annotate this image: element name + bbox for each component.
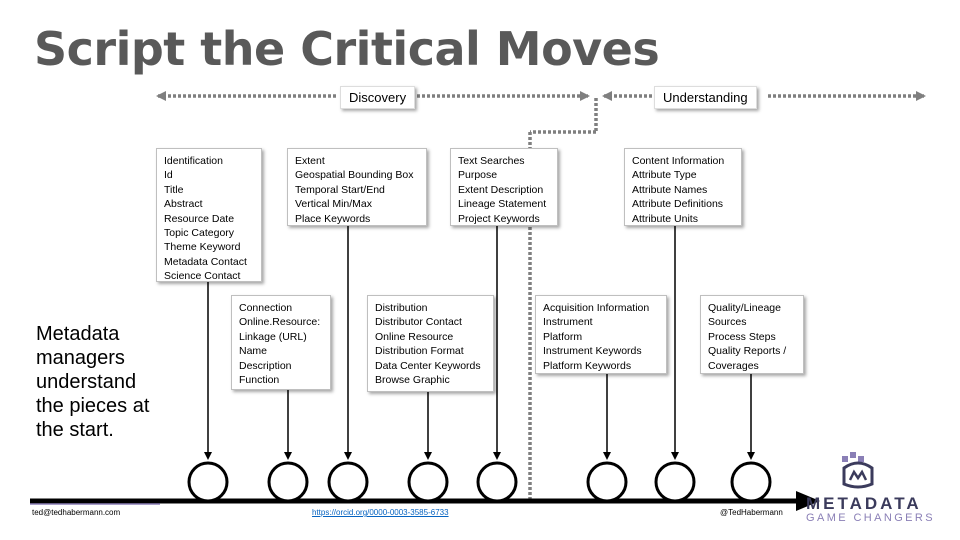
- box-heading: Identification: [164, 155, 223, 167]
- box-item: Browse Graphic: [375, 374, 450, 387]
- side-note: Metadata managers understand the pieces …: [36, 323, 150, 441]
- box-heading: Connection: [239, 302, 293, 314]
- box-item: Description: [239, 359, 292, 372]
- box-item: Distributor Contact: [375, 316, 462, 329]
- box-item: Attribute Definitions: [632, 198, 724, 211]
- box-item: Instrument Keywords: [543, 345, 642, 358]
- box-item: Id: [164, 169, 173, 182]
- box-extent: Extent Geospatial Bounding Box Temporal …: [287, 148, 427, 226]
- box-item: Quality Reports /: [708, 345, 787, 358]
- box-item: Topic Category: [164, 227, 235, 240]
- box-item: Attribute Units: [632, 212, 698, 225]
- box-item: Name: [239, 345, 268, 358]
- box-item: Purpose: [458, 169, 498, 182]
- box-quality-lineage: Quality/Lineage Sources Process Steps Qu…: [700, 295, 804, 374]
- logo-line2: GAME CHANGERS: [806, 512, 935, 524]
- box-item: Process Steps: [708, 330, 776, 343]
- box-heading: Quality/Lineage: [708, 302, 781, 314]
- logo-mark-icon: [842, 452, 874, 489]
- box-item: Temporal Start/End: [295, 183, 385, 196]
- box-item: Theme Keyword: [164, 241, 241, 254]
- box-content-information: Content Information Attribute Type Attri…: [624, 148, 742, 226]
- box-heading: Distribution: [375, 302, 428, 314]
- box-heading: Acquisition Information: [543, 302, 650, 314]
- box-item: Metadata Contact: [164, 255, 247, 268]
- box-item: Abstract: [164, 198, 203, 211]
- box-heading: Content Information: [632, 155, 725, 167]
- box-item: Online.Resource:: [239, 316, 321, 329]
- footer-email[interactable]: ted@tedhabermann.com: [32, 508, 121, 517]
- footer-orcid-link[interactable]: https://orcid.org/0000-0003-3585-6733: [312, 508, 449, 517]
- box-item: Attribute Type: [632, 169, 697, 182]
- box-item: Function: [239, 374, 280, 387]
- box-distribution: Distribution Distributor Contact Online …: [367, 295, 494, 392]
- box-connection: Connection Online.Resource: Linkage (URL…: [231, 295, 331, 390]
- box-heading: Extent: [295, 155, 325, 167]
- box-item: Platform: [543, 330, 583, 343]
- box-item: Linkage (URL): [239, 330, 307, 343]
- footer-handle: @TedHabermann: [720, 508, 783, 517]
- box-item: Attribute Names: [632, 183, 708, 196]
- box-item: Sources: [708, 316, 747, 329]
- box-item: Data Center Keywords: [375, 359, 481, 372]
- phase-discovery: Discovery: [340, 86, 416, 109]
- box-acquisition-information: Acquisition Information Instrument Platf…: [535, 295, 667, 374]
- box-item: Platform Keywords: [543, 359, 632, 372]
- logo-line1: METADATA: [806, 494, 922, 513]
- box-heading: Text Searches: [458, 155, 525, 167]
- box-item: Resource Date: [164, 212, 235, 225]
- box-item: Geospatial Bounding Box: [295, 169, 414, 182]
- box-item: Extent Description: [458, 183, 544, 196]
- slide-title: Script the Critical Moves: [34, 22, 660, 76]
- box-item: Project Keywords: [458, 212, 540, 225]
- box-item: Title: [164, 183, 184, 196]
- box-item: Place Keywords: [295, 212, 371, 225]
- box-item: Distribution Format: [375, 345, 464, 358]
- box-item: Lineage Statement: [458, 198, 547, 211]
- box-text-searches: Text Searches Purpose Extent Description…: [450, 148, 558, 226]
- box-item: Vertical Min/Max: [295, 198, 373, 211]
- box-item: Science Contact: [164, 270, 241, 283]
- metadata-logo-icon: METADATA GAME CHANGERS: [800, 448, 933, 528]
- box-item: Online Resource: [375, 330, 454, 343]
- box-item: Instrument: [543, 316, 593, 329]
- box-identification: Identification Id Title Abstract Resourc…: [156, 148, 262, 282]
- circle-node-icon: [187, 461, 772, 503]
- box-item: Coverages: [708, 359, 759, 372]
- phase-understanding: Understanding: [654, 86, 757, 109]
